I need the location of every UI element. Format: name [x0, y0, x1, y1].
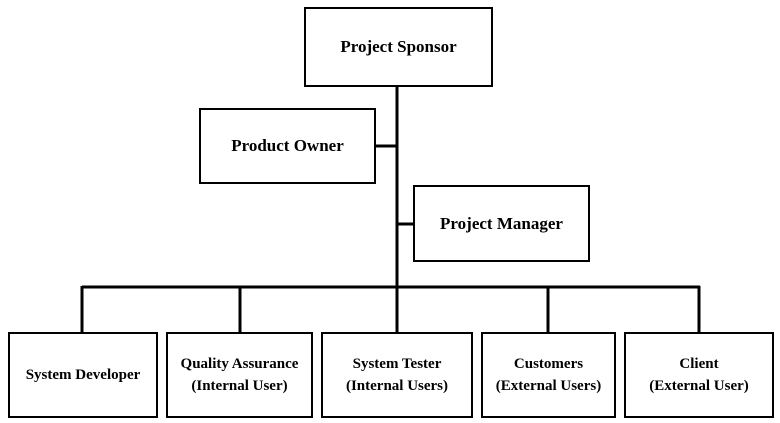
quality-assurance-box: Quality Assurance (Internal User)	[166, 332, 313, 418]
project-manager-label: Project Manager	[440, 213, 563, 233]
client-box: Client (External User)	[624, 332, 774, 418]
client-sublabel: (External User)	[649, 378, 749, 394]
system-developer-box: System Developer	[8, 332, 158, 418]
system-tester-sublabel: (Internal Users)	[345, 378, 449, 394]
quality-assurance-sublabel: (Internal User)	[191, 378, 288, 394]
customers-sublabel: (External Users)	[495, 378, 602, 394]
client-label: Client	[679, 356, 719, 372]
product-owner-label: Product Owner	[231, 136, 344, 155]
project-sponsor-box: Project Sponsor	[304, 7, 493, 87]
quality-assurance-label: Quality Assurance	[180, 356, 299, 372]
system-tester-box: System Tester (Internal Users)	[321, 332, 473, 418]
project-sponsor-label: Project Sponsor	[340, 37, 457, 56]
system-tester-label: System Tester	[352, 356, 442, 372]
project-manager-box: Project Manager	[413, 185, 590, 262]
customers-label: Customers	[513, 356, 584, 372]
system-developer-label: System Developer	[25, 367, 141, 383]
product-owner-box: Product Owner	[199, 108, 376, 184]
customers-box: Customers (External Users)	[481, 332, 616, 418]
